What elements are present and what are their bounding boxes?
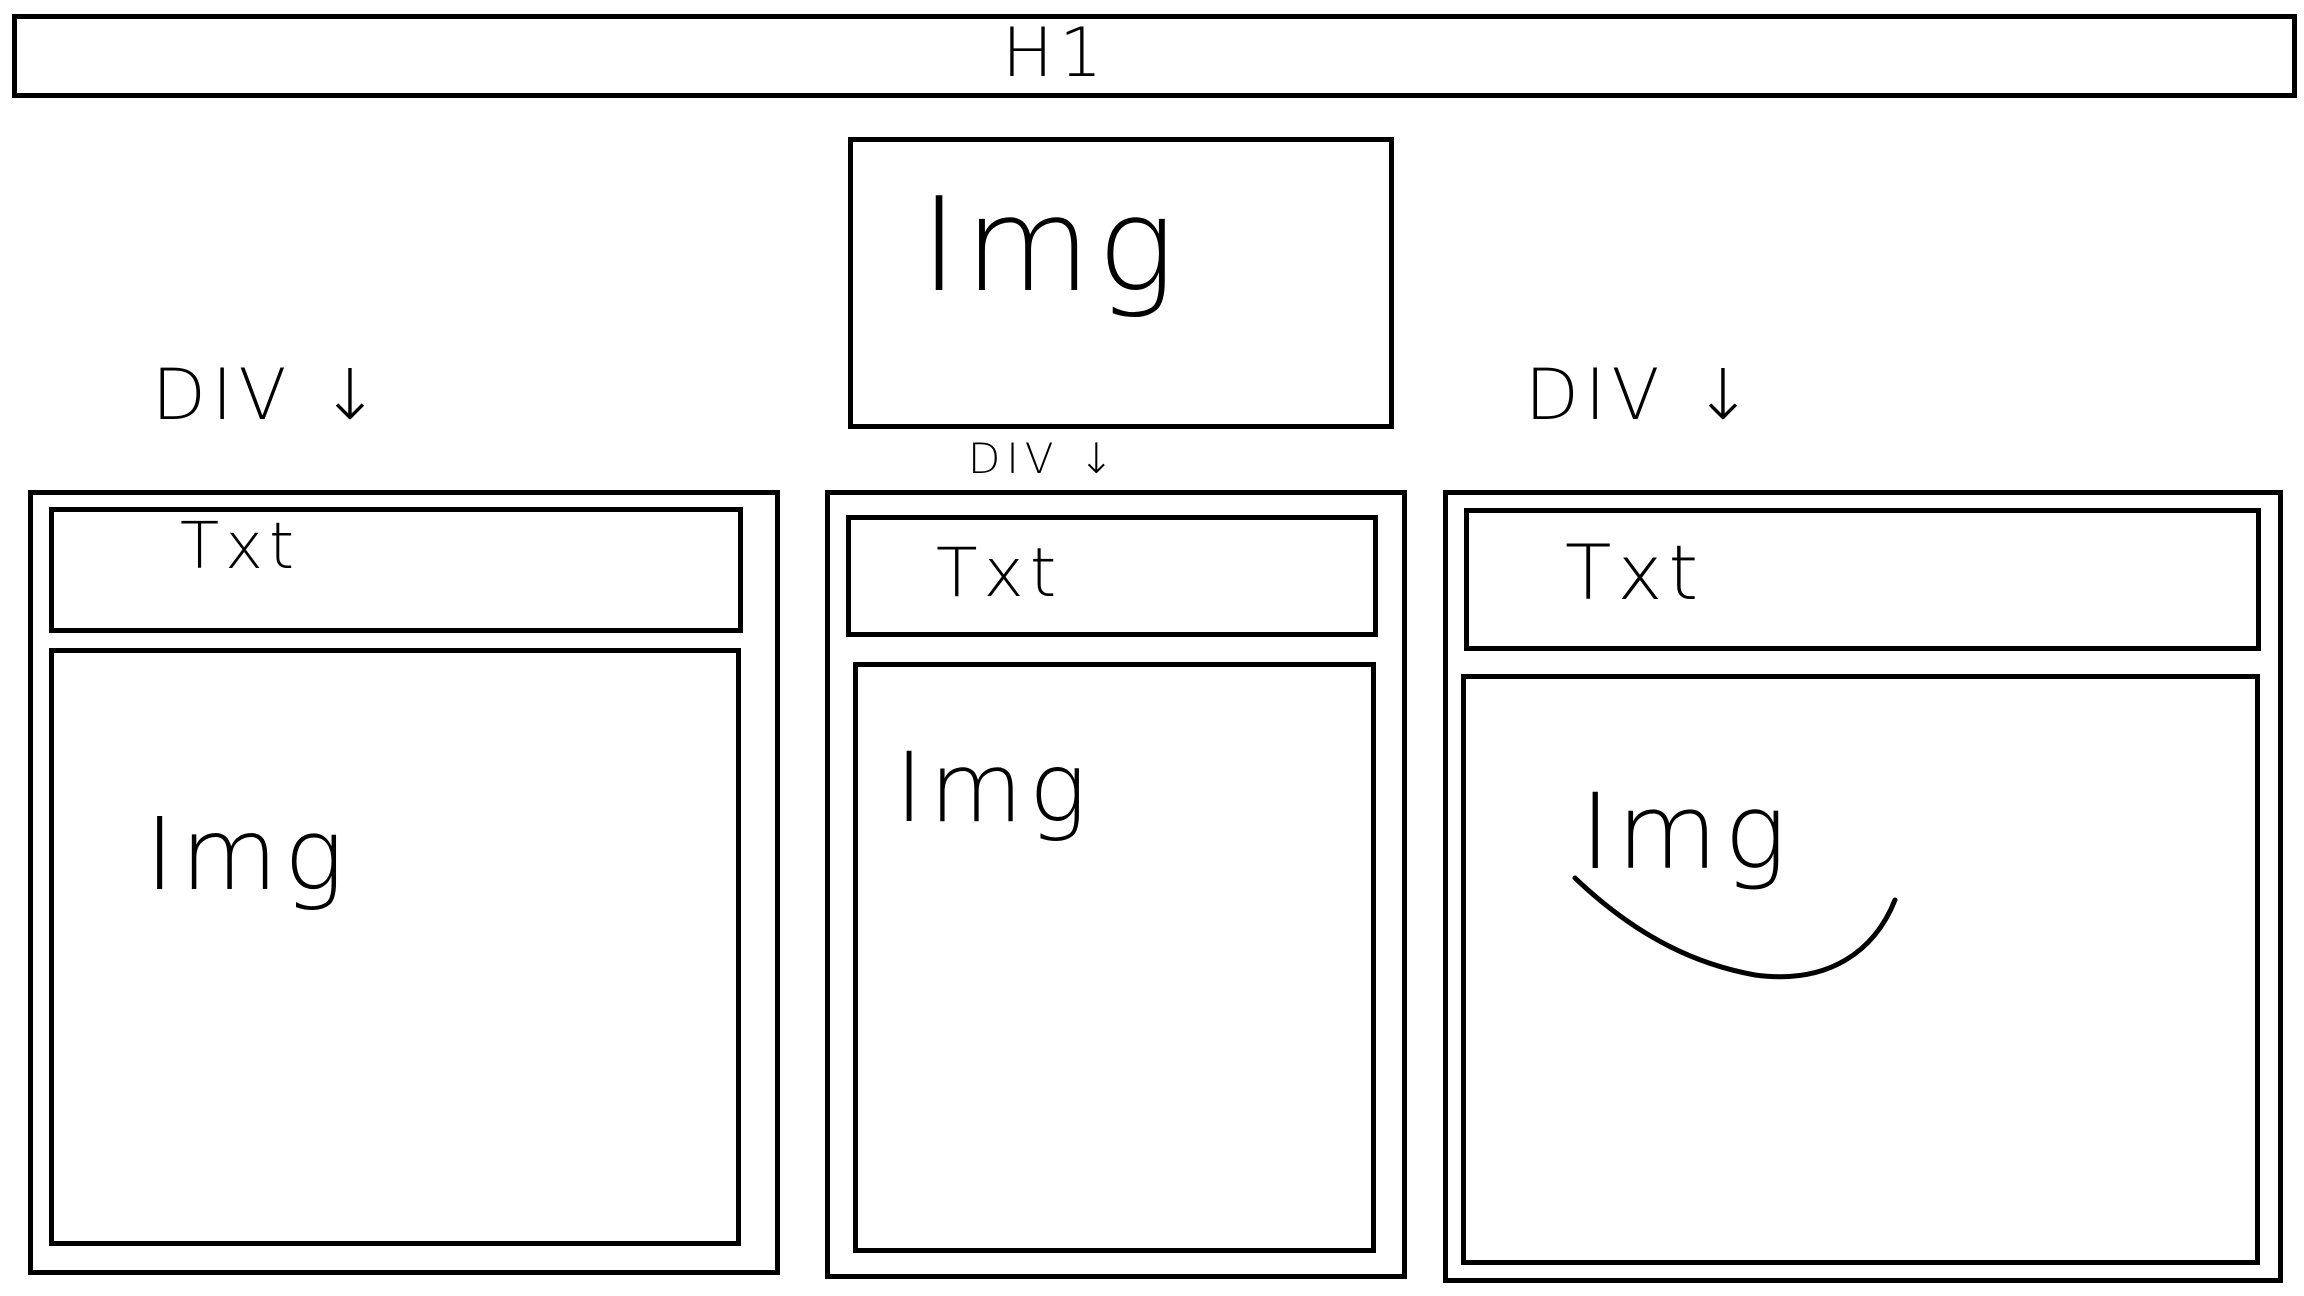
column-2-image-label: Img [895, 732, 1093, 844]
hero-image-box [848, 137, 1394, 429]
column-3-image-box [1461, 674, 2260, 1265]
column-3-text-box [1464, 508, 2261, 651]
column-1-image-label: Img [145, 796, 350, 913]
column-1-div-label: DIV ↓ [152, 354, 386, 436]
header-h1-box [12, 14, 2297, 98]
column-2-text-label: Txt [936, 534, 1063, 613]
column-1-text-label: Txt [180, 510, 301, 584]
column-3-div-label: DIV ↓ [1525, 354, 1759, 436]
hero-image-label: Img [920, 169, 1181, 321]
column-3-image-label: Img [1580, 771, 1793, 893]
column-3-text-label: Txt [1565, 528, 1705, 617]
column-2-image-box [853, 662, 1376, 1253]
column-1-text-box [49, 507, 743, 633]
header-h1-label: H1 [1002, 14, 1109, 93]
column-2-div-label: DIV ↓ [968, 434, 1121, 483]
column-1-image-box [49, 648, 741, 1246]
column-2-text-box [846, 515, 1378, 637]
